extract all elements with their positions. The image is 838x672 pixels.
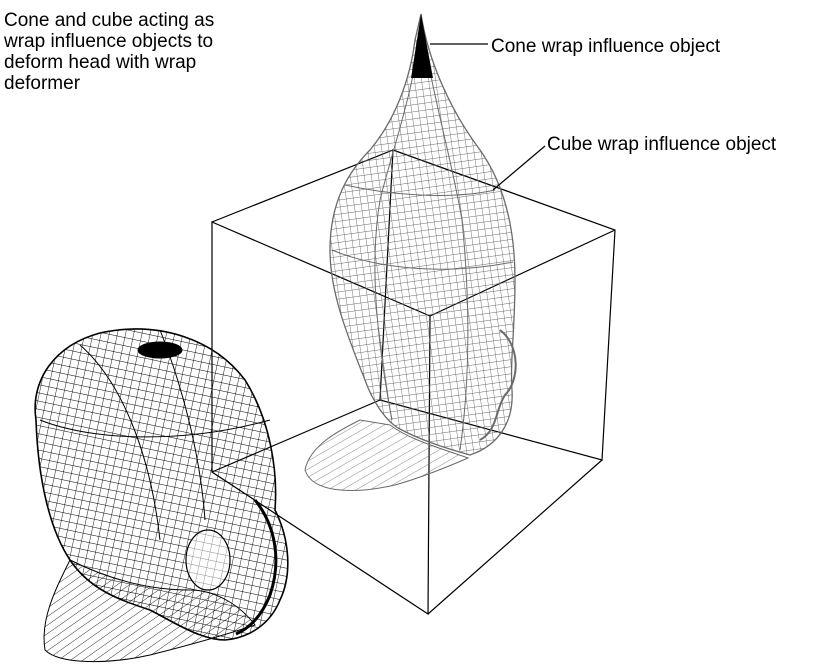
cube-callout-leader	[493, 146, 545, 190]
caption-line: Cone and cube acting as	[4, 10, 304, 31]
original-head-pole	[138, 342, 182, 358]
cube-callout-label: Cube wrap influence object	[547, 134, 776, 155]
caption-line: wrap influence objects to	[4, 31, 304, 52]
cone-callout-label: Cone wrap influence object	[491, 36, 720, 57]
cube-edge	[428, 460, 602, 614]
original-head-wireframe	[35, 329, 288, 662]
figure-caption: Cone and cube acting as wrap influence o…	[4, 10, 304, 94]
original-head-ear	[186, 530, 230, 590]
deformed-head-body	[330, 14, 515, 455]
caption-line: deform head with wrap	[4, 52, 304, 73]
caption-line: deformer	[4, 73, 304, 94]
